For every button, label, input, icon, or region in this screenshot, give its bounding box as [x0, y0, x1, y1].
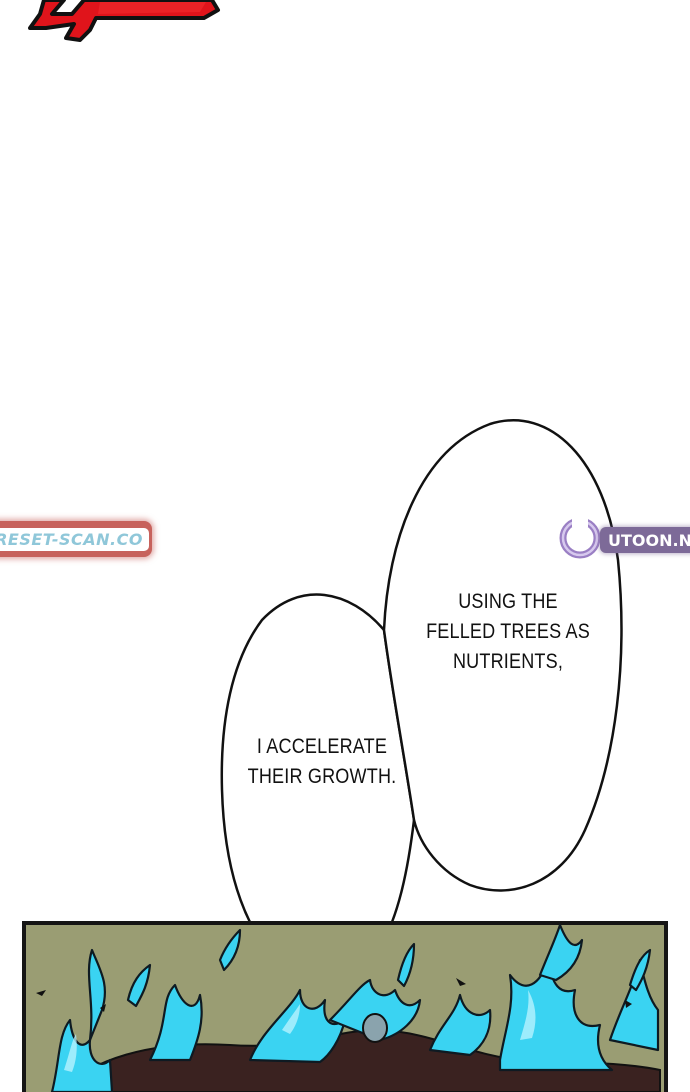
flame-highlights — [64, 990, 536, 1072]
utoon-logo-icon — [559, 517, 601, 559]
bubble-line: USING THE — [458, 590, 558, 613]
bubble-line: THEIR GROWTH. — [247, 765, 397, 788]
bubble-line: FELLED TREES AS — [426, 620, 590, 643]
watermark-left-text: RESET-SCAN.CO — [0, 529, 143, 549]
bubble-text-upper: USING THE FELLED TREES AS NUTRIENTS, — [413, 587, 602, 677]
panel-specks — [36, 978, 632, 1012]
bubble-line: I ACCELERATE — [256, 735, 388, 758]
watermark-right-badge: UTOON.N — [600, 527, 690, 553]
panel-rock — [362, 1013, 388, 1043]
watermark-right: UTOON.N — [558, 515, 690, 559]
bubble-line: NUTRIENTS, — [452, 650, 564, 673]
watermark-right-text: UTOON.N — [608, 530, 690, 550]
watermark-left-label-box: RESET-SCAN.CO — [0, 527, 149, 551]
watermark-left: RESET-SCAN.CO — [0, 521, 152, 557]
red-sfx-fragment — [28, 0, 220, 42]
bubble-text-lower: I ACCELERATE THEIR GROWTH. — [227, 732, 416, 792]
bottom-panel — [22, 921, 668, 1092]
blue-flames — [50, 923, 660, 1092]
